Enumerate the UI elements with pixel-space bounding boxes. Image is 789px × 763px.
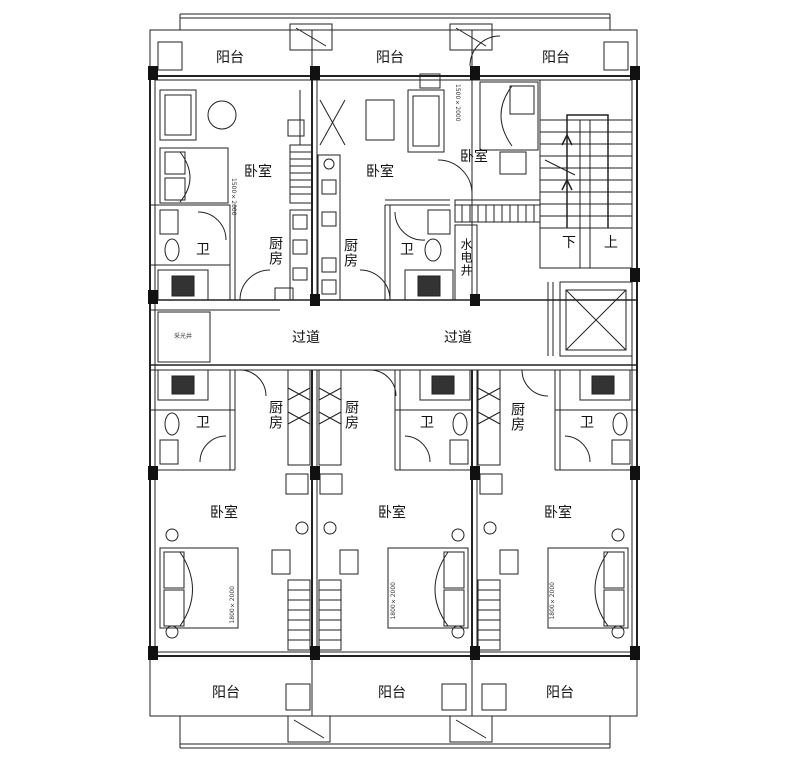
label-bed-dim-2: 1500×2000	[454, 84, 461, 122]
label-bath-4: 卫	[420, 415, 434, 431]
label-bath-3: 卫	[196, 415, 210, 431]
label-balcony-bottom-right: 阳台	[546, 685, 574, 701]
label-corridor-left: 过道	[292, 330, 320, 346]
elevator	[559, 281, 633, 357]
label-balcony-top-left: 阳台	[216, 50, 244, 66]
label-kitchen-1: 厨房	[267, 236, 283, 266]
label-bath-1: 卫	[196, 242, 210, 258]
label-kitchen-4: 厨房	[343, 400, 359, 430]
label-bedroom-1: 卧室	[244, 164, 272, 180]
staircase	[539, 79, 633, 269]
label-utility-shaft: 水电井	[459, 238, 473, 277]
label-bed-dim-3: 1800×2000	[229, 586, 236, 624]
label-bedroom-5: 卧室	[378, 505, 406, 521]
label-bedroom-2: 卧室	[366, 164, 394, 180]
label-balcony-bottom-left: 阳台	[212, 685, 240, 701]
label-kitchen-5: 厨房	[509, 402, 525, 432]
label-bath-2: 卫	[400, 242, 414, 258]
label-balcony-bottom-center: 阳台	[378, 685, 406, 701]
label-bedroom-4: 卧室	[210, 505, 238, 521]
label-balcony-top-center: 阳台	[376, 50, 404, 66]
outer-wall	[149, 75, 638, 657]
label-stair-up: 上	[604, 235, 618, 251]
label-bed-dim-1: 1500×2000	[230, 178, 237, 216]
label-bedroom-6: 卧室	[544, 505, 572, 521]
label-lightwell: 采光井	[174, 333, 193, 340]
label-bed-dim-5: 1800×2000	[549, 582, 556, 620]
label-stair-down: 下	[562, 235, 576, 251]
label-kitchen-3: 厨房	[267, 400, 283, 430]
label-bed-dim-4: 1800×2000	[390, 582, 397, 620]
label-kitchen-2: 厨房	[342, 238, 358, 268]
label-bedroom-3: 卧室	[460, 149, 488, 165]
label-corridor-right: 过道	[444, 330, 472, 346]
label-bath-5: 卫	[580, 415, 594, 431]
label-balcony-top-right: 阳台	[542, 50, 570, 66]
balcony-bottom-right	[471, 655, 638, 717]
